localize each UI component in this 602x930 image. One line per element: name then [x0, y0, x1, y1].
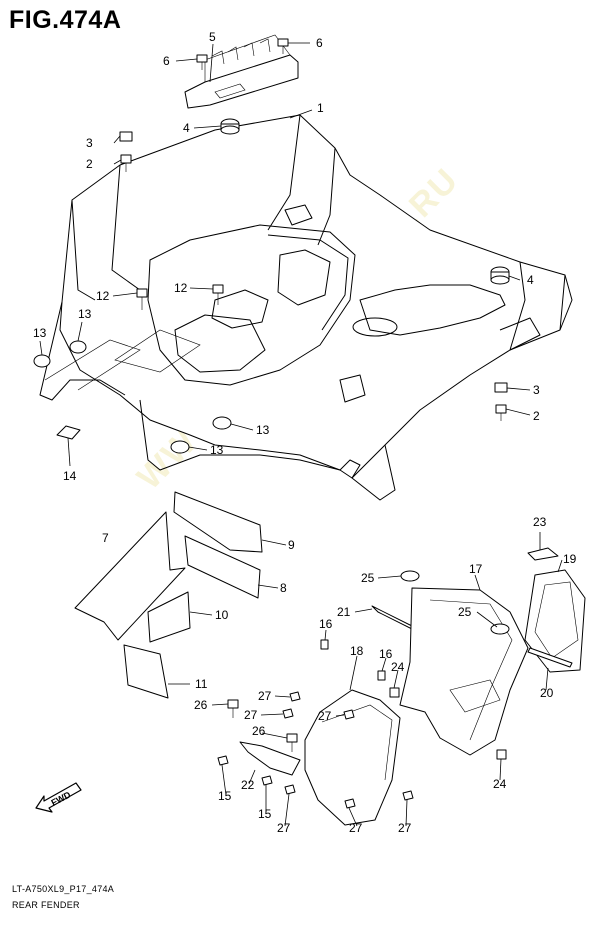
callout-15-b: 15 — [258, 807, 272, 821]
callout-21: 21 — [337, 605, 351, 619]
callout-26-a: 26 — [194, 698, 208, 712]
fwd-arrow-icon: FWD — [35, 782, 82, 813]
screw-part-24-a[interactable] — [389, 687, 400, 698]
callout-23: 23 — [533, 515, 547, 529]
rear-fender-part-1[interactable] — [39, 114, 573, 501]
callout-19: 19 — [563, 552, 577, 566]
screw-part-27-a[interactable] — [289, 691, 301, 702]
callout-6-left: 6 — [163, 54, 170, 68]
callout-9: 9 — [288, 538, 295, 552]
callout-5: 5 — [209, 30, 216, 44]
callout-13-a: 13 — [33, 326, 47, 340]
screw-part-27-e[interactable] — [344, 798, 356, 809]
callout-27-b: 27 — [244, 708, 258, 722]
pad-part-9[interactable] — [173, 491, 263, 553]
nut-part-3-left[interactable] — [119, 131, 133, 142]
callout-22: 22 — [241, 778, 255, 792]
callout-4-right: 4 — [527, 273, 534, 287]
figure-code: LT-A750XL9_P17_474A — [12, 884, 115, 894]
callout-25-b: 25 — [458, 605, 472, 619]
callout-15-a: 15 — [218, 789, 232, 803]
seal-part-20[interactable] — [527, 647, 573, 668]
bracket-part-22[interactable] — [239, 741, 301, 776]
callout-14: 14 — [63, 469, 77, 483]
callout-3-right: 3 — [533, 383, 540, 397]
callout-27-c: 27 — [318, 709, 332, 723]
callout-17: 17 — [469, 562, 483, 576]
callout-27-f: 27 — [398, 821, 412, 835]
screw-part-15-a[interactable] — [217, 755, 229, 766]
callout-labels: 1 2 2 3 3 4 4 5 6 6 7 8 9 10 11 12 12 13… — [33, 30, 577, 835]
callout-4-left: 4 — [183, 121, 190, 135]
collar-part-4-right[interactable] — [490, 266, 510, 285]
callout-25-a: 25 — [361, 571, 375, 585]
callout-3-left: 3 — [86, 136, 93, 150]
pad-part-10[interactable] — [147, 591, 191, 643]
grommet-part-13-d[interactable] — [170, 440, 190, 454]
grommet-part-13-b[interactable] — [69, 340, 87, 354]
bracket-part-5[interactable] — [184, 34, 299, 109]
nut-part-3-right[interactable] — [494, 382, 508, 393]
callout-24-b: 24 — [493, 777, 507, 791]
screw-part-27-b[interactable] — [282, 708, 294, 719]
callout-1: 1 — [317, 101, 324, 115]
pad-part-11[interactable] — [123, 644, 169, 699]
leader-lines — [39, 42, 563, 827]
callout-2-left: 2 — [86, 157, 93, 171]
bolt-part-26-b[interactable] — [286, 733, 298, 752]
callout-8: 8 — [280, 581, 287, 595]
clip-part-16-b[interactable] — [377, 670, 386, 681]
sticker-part-14[interactable] — [56, 425, 81, 440]
pad-part-7[interactable] — [74, 511, 186, 641]
callout-16-a: 16 — [319, 617, 333, 631]
callout-24-a: 24 — [391, 660, 405, 674]
callout-27-d: 27 — [277, 821, 291, 835]
clip-part-16-a[interactable] — [320, 639, 329, 650]
callout-18: 18 — [350, 644, 364, 658]
cover-part-19[interactable] — [524, 569, 586, 673]
figure-name: REAR FENDER — [12, 900, 80, 910]
screw-part-6-right[interactable] — [277, 38, 289, 54]
collar-part-4-left[interactable] — [220, 118, 240, 135]
callout-11: 11 — [195, 677, 208, 691]
bolt-part-26-a[interactable] — [227, 699, 239, 718]
screw-part-27-f[interactable] — [402, 790, 414, 801]
callout-10: 10 — [215, 608, 229, 622]
bolt-part-2-left[interactable] — [120, 154, 132, 172]
pad-part-8[interactable] — [184, 535, 261, 599]
screw-part-6-left[interactable] — [196, 54, 208, 70]
screw-part-24-b[interactable] — [496, 749, 507, 760]
screw-part-15-b[interactable] — [261, 775, 273, 786]
grommet-part-13-a[interactable] — [33, 354, 51, 368]
callout-16-b: 16 — [379, 647, 393, 661]
callout-20: 20 — [540, 686, 554, 700]
callout-27-a: 27 — [258, 689, 272, 703]
callout-13-c: 13 — [256, 423, 270, 437]
callout-27-e: 27 — [349, 821, 363, 835]
bolt-part-2-right[interactable] — [495, 404, 507, 421]
callout-13-d: 13 — [210, 443, 224, 457]
callout-2-right: 2 — [533, 409, 540, 423]
callout-6-right: 6 — [316, 36, 323, 50]
bracket-part-23[interactable] — [527, 547, 559, 561]
figure-title: FIG.474A — [9, 6, 122, 34]
callout-26-b: 26 — [252, 724, 266, 738]
screw-part-27-d[interactable] — [284, 784, 296, 795]
grommet-part-13-c[interactable] — [212, 416, 232, 430]
collar-part-25-a[interactable] — [400, 570, 420, 582]
callout-7: 7 — [102, 531, 109, 545]
callout-13-b: 13 — [78, 307, 92, 321]
callout-12-left: 12 — [96, 289, 110, 303]
collar-part-25-b[interactable] — [490, 623, 510, 635]
callout-12-right: 12 — [174, 281, 188, 295]
screw-part-27-c[interactable] — [343, 709, 355, 720]
